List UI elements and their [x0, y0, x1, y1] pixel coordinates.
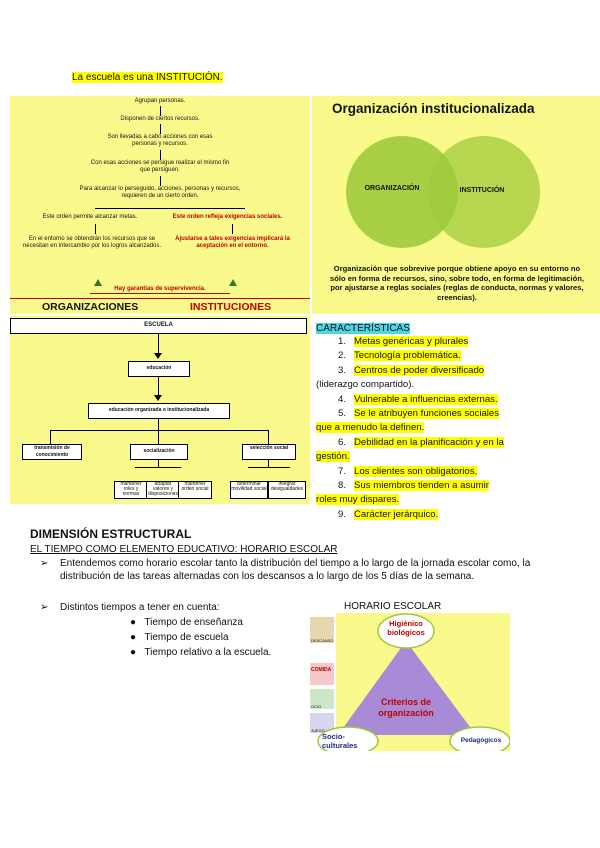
tree-level4-2: adaptar valores y disposiciones [146, 481, 180, 499]
caracteristica-item: 5.Se le atribuyen funciones sociales [316, 407, 596, 421]
horario-bottom-left-label: Socio-culturales [322, 732, 366, 750]
bullet-1: ➢ Entendemos como horario escolar tanto … [40, 557, 540, 583]
tree-panel: ESCUELA educación educación organizada o… [10, 316, 310, 504]
tree-level1: educación [128, 361, 190, 377]
flow-left-branch-2: En el entorno se obtendrán los recursos … [22, 236, 162, 250]
bullet-dot-icon: ● [130, 632, 136, 643]
tree-level4-5: integrar desigualdades [268, 481, 306, 499]
bullet-dot-icon: ● [130, 617, 136, 628]
caracteristica-item: 7.Los clientes son obligatorios. [316, 465, 596, 479]
sub-bullets: ● Tiempo de enseñanza ● Tiempo de escuel… [130, 615, 271, 660]
flow-step-2: Disponen de ciertos recursos. [80, 116, 240, 123]
label-organizaciones: ORGANIZACIONES [42, 301, 138, 313]
horario-bottom-right-label: Pedagógicos [455, 737, 507, 744]
tree-root: ESCUELA [10, 318, 307, 334]
caracteristicas-title: CARACTERÍSTICAS [316, 323, 410, 334]
arrow-down-icon [154, 353, 162, 359]
caracteristica-item: 4.Vulnerable a influencias externas. [316, 393, 596, 407]
caracteristica-item: 9.Carácter jerárquico. [316, 508, 596, 522]
caracteristica-item: gestión. [316, 450, 596, 464]
sub-bullet-1: ● Tiempo de enseñanza [130, 615, 271, 630]
tree-level4-4: determinar movilidad social [230, 481, 268, 499]
section-subheading: EL TIEMPO COMO ELEMENTO EDUCATIVO: HORAR… [30, 544, 337, 555]
label-instituciones: INSTITUCIONES [190, 301, 271, 313]
flow-panel: Agrupan personas. Disponen de ciertos re… [10, 96, 310, 314]
tree-level4-1: mantener roles y normas [114, 481, 148, 499]
caracteristica-item: 6.Debilidad en la planificación y en la [316, 436, 596, 450]
bullet-2: ➢ Distintos tiempos a tener en cuenta: [40, 601, 300, 614]
flow-step-3: Son llevadas a cabo acciones con esas pe… [100, 134, 220, 148]
section-heading: DIMENSIÓN ESTRUCTURAL [30, 527, 191, 541]
bullet-2-text: Distintos tiempos a tener en cuenta: [60, 601, 300, 614]
venn-left-label: ORGANIZACIÓN [342, 185, 442, 192]
tree-level3-2: socialización [130, 444, 188, 460]
tree-level3-3: selección social [242, 444, 296, 460]
intro-text: La escuela es una INSTITUCIÓN. [72, 72, 223, 83]
caracteristica-item: 1.Metas genéricas y plurales [316, 335, 596, 349]
flow-right-branch-1: Este orden refleja exigencias sociales. [160, 214, 295, 221]
bullet-arrow-icon: ➢ [40, 601, 48, 614]
venn-title: Organización institucionalizada [332, 101, 535, 116]
tree-level3-1: transmisión de conocimiento [22, 444, 82, 460]
arrow-up-icon [229, 279, 237, 286]
flow-footer: Hay garantías de supervivencia. [90, 286, 230, 294]
caracteristica-item: (liderazgo compartido). [316, 378, 596, 392]
bullet-1-text: Entendemos como horario escolar tanto la… [60, 557, 540, 583]
tree-level2: educación organizada o institucionalizad… [88, 403, 230, 419]
flow-step-5: Para alcanzar lo perseguido, acciones, p… [70, 186, 250, 200]
tree-level4-3: mantener orden social [178, 481, 212, 499]
horario-diagram: DESCANSO COMIDA OCIO JUEGO Higiénico bio… [308, 613, 510, 751]
horario-title: HORARIO ESCOLAR [344, 601, 441, 612]
venn-right-label: INSTITUCIÓN [432, 187, 532, 194]
flow-step-1: Agrupan personas. [120, 98, 200, 105]
arrow-up-icon [94, 279, 102, 286]
sub-bullet-3: ● Tiempo relativo a la escuela. [130, 645, 271, 660]
caracteristica-item: 3.Centros de poder diversificado [316, 364, 596, 378]
arrow-down-icon [154, 395, 162, 401]
venn-caption: Organización que sobrevive porque obtien… [326, 264, 588, 302]
caracteristica-item: que a menudo la definen. [316, 421, 596, 435]
caracteristica-item: 8.Sus miembros tienden a asumir [316, 479, 596, 493]
caracteristica-item: 2.Tecnología problemática. [316, 349, 596, 363]
flow-left-branch-1: Este orden permite alcanzar metas. [30, 214, 150, 221]
bullet-arrow-icon: ➢ [40, 557, 48, 570]
sub-bullet-2: ● Tiempo de escuela [130, 630, 271, 645]
bullet-dot-icon: ● [130, 647, 136, 658]
venn-panel: Organización institucionalizada ORGANIZA… [312, 96, 600, 314]
horario-triangle [338, 641, 476, 735]
caracteristica-item: roles muy dispares. [316, 493, 596, 507]
horario-top-label: Higiénico biológicos [380, 619, 432, 637]
flow-right-branch-2: Ajustarse a tales exigencias implicará l… [170, 236, 295, 250]
flow-step-4: Con esas acciones se persigue realizar e… [85, 160, 235, 174]
horario-center-label: Criterios de organización [368, 697, 444, 719]
venn-diagram [332, 134, 582, 254]
caracteristicas-list: CARACTERÍSTICAS 1.Metas genéricas y plur… [316, 322, 596, 522]
